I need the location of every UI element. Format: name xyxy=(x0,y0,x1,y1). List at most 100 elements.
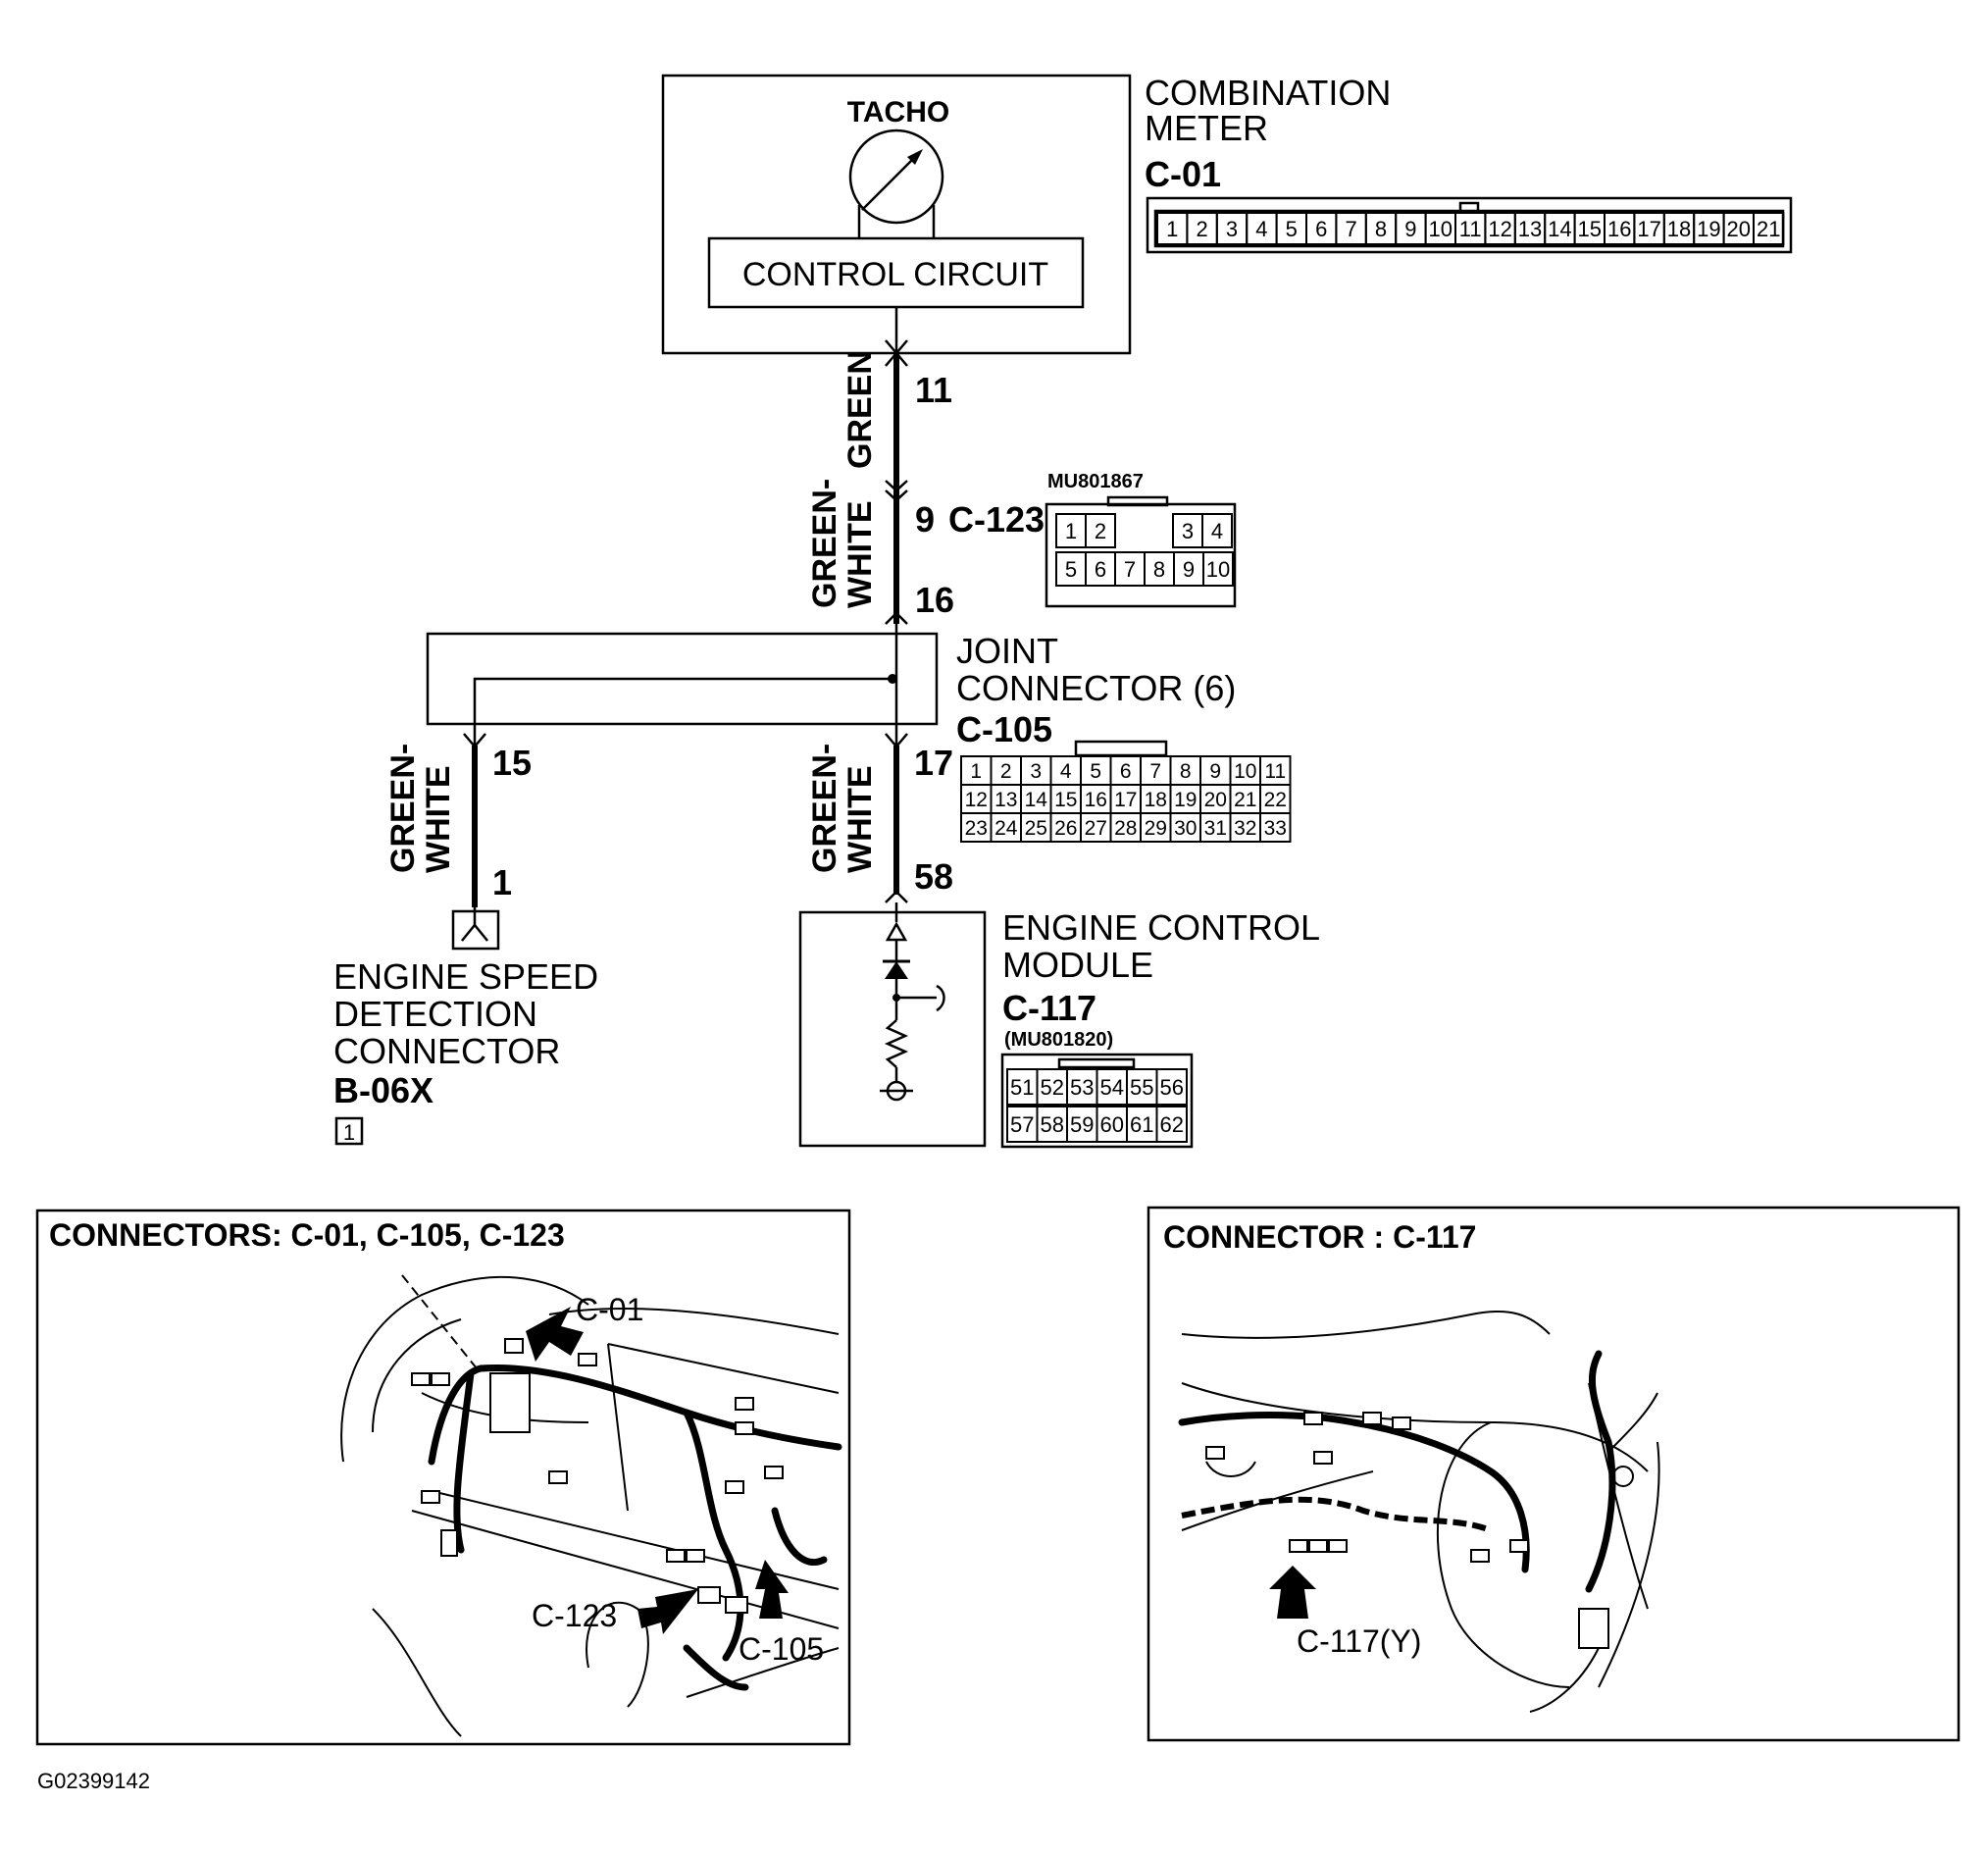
c01-pin: 10 xyxy=(1429,217,1453,241)
c105-pin: 16 xyxy=(1085,789,1107,811)
splice-arrow-icon xyxy=(885,480,908,492)
figure-id: G02399142 xyxy=(37,1769,150,1793)
c123-pin: 9 xyxy=(1183,557,1195,582)
c01-pin: 12 xyxy=(1488,217,1511,241)
engine-speed-detection-connector: ENGINE SPEED DETECTION CONNECTOR B-06X 1 xyxy=(333,907,598,1146)
c117-pin: 60 xyxy=(1100,1112,1124,1137)
steering-wheel-outline xyxy=(340,1275,589,1463)
c01-pin: 14 xyxy=(1548,217,1571,241)
c105-pin: 6 xyxy=(1120,760,1132,783)
dashboard-outline xyxy=(1181,1311,1551,1339)
esd-name-line2: DETECTION xyxy=(333,994,537,1034)
c01-pin: 8 xyxy=(1375,217,1387,241)
esd-badge: 1 xyxy=(343,1120,355,1145)
c123-pin: 10 xyxy=(1206,557,1230,582)
c105-pointer-arrow-icon xyxy=(755,1560,789,1619)
c01-pin-cell xyxy=(1753,212,1785,245)
wire-color-mid-line2: WHITE xyxy=(841,500,879,608)
c123-pin: 7 xyxy=(1124,557,1136,582)
c117-pin: 61 xyxy=(1130,1112,1153,1137)
c01-pin: 5 xyxy=(1286,217,1298,241)
c117-pin: 56 xyxy=(1160,1075,1184,1100)
wire-color-right-line1: GREEN- xyxy=(806,744,843,873)
pin-arrow-icon xyxy=(885,351,908,367)
panel-right-title: CONNECTOR : C-117 xyxy=(1163,1219,1476,1255)
c105-latch xyxy=(1074,740,1168,757)
pin-arrow-icon xyxy=(461,923,488,942)
c117-pin: 52 xyxy=(1041,1075,1064,1100)
c105-pin: 19 xyxy=(1174,789,1197,811)
c117-pin: 55 xyxy=(1130,1075,1153,1100)
c105-pin-cell xyxy=(1259,812,1292,843)
wire-pin-58: 58 xyxy=(914,856,953,897)
c105-pin: 12 xyxy=(965,789,988,811)
c117-pointer-arrow-icon xyxy=(1269,1566,1316,1619)
c01-pin: 6 xyxy=(1315,217,1327,241)
panel-right-frame xyxy=(1147,1206,1961,1742)
engine-control-module: ENGINE CONTROL MODULE C-117 (MU801820) 5… xyxy=(798,902,1320,1149)
diode-icon xyxy=(885,961,908,979)
c123-pin: 6 xyxy=(1095,557,1106,582)
c01-pin: 13 xyxy=(1518,217,1542,241)
callout-c105: C-105 xyxy=(739,1631,824,1667)
c123-pin-cell xyxy=(1085,513,1116,548)
gear-shift-outline xyxy=(586,1601,649,1708)
c105-pin: 22 xyxy=(1264,789,1287,811)
c117-pin: 59 xyxy=(1070,1112,1094,1137)
c01-pin: 7 xyxy=(1345,217,1356,241)
meter-name-line1: COMBINATION xyxy=(1145,73,1391,113)
location-panel-right: CONNECTOR : C-117 C-117(Y) xyxy=(1147,1206,1961,1742)
c117-plug xyxy=(1289,1539,1308,1553)
pin-arrow-icon xyxy=(885,733,908,748)
location-panel-left: CONNECTORS: C-01, C-105, C-123 xyxy=(35,1209,851,1746)
pin-triangle-icon xyxy=(885,921,908,942)
wire-harness xyxy=(1178,1412,1530,1573)
signal-output-icon xyxy=(936,984,945,1012)
c105-pin: 2 xyxy=(1000,760,1012,783)
meter-harness-block xyxy=(489,1372,531,1433)
c105-pin: 28 xyxy=(1114,817,1137,840)
wire-harness xyxy=(428,1364,842,1466)
wire-color-mid-line1: GREEN- xyxy=(806,479,843,608)
pin-arrow-icon xyxy=(885,890,908,903)
c105-plug xyxy=(725,1596,748,1614)
c01-plug xyxy=(504,1338,524,1354)
c01-pin: 9 xyxy=(1404,217,1416,241)
c105-pin: 7 xyxy=(1149,760,1161,783)
control-circuit-label: CONTROL CIRCUIT xyxy=(742,256,1048,293)
c123-pin: 4 xyxy=(1211,519,1223,543)
gauge-needle xyxy=(861,154,918,211)
c123-pin: 1 xyxy=(1065,519,1077,543)
wire-pin-11: 11 xyxy=(915,370,952,410)
wire-pin-17: 17 xyxy=(914,743,953,783)
ecm-part-number: (MU801820) xyxy=(1004,1029,1113,1051)
c01-pointer-arrow-icon xyxy=(526,1307,584,1362)
c01-pin: 21 xyxy=(1757,217,1780,241)
pin-arrow-icon xyxy=(885,611,908,625)
esd-badge-box xyxy=(334,1116,364,1146)
c117-pin-cell xyxy=(1155,1068,1188,1106)
c01-pin: 15 xyxy=(1578,217,1602,241)
c105-pin: 15 xyxy=(1054,789,1077,811)
wire-color-right-line2: WHITE xyxy=(841,765,879,873)
c105-pin: 10 xyxy=(1234,760,1256,783)
c123-pin: 5 xyxy=(1065,557,1077,582)
c105-pin: 32 xyxy=(1234,817,1256,840)
c123-plug xyxy=(697,1586,721,1604)
esd-name-line3: CONNECTOR xyxy=(333,1031,560,1071)
ecm-name-line1: ENGINE CONTROL xyxy=(1002,907,1320,948)
c117-pin-cell xyxy=(1155,1106,1188,1143)
c105-pin: 5 xyxy=(1090,760,1101,783)
c105-pin: 20 xyxy=(1204,789,1227,811)
c01-pin: 17 xyxy=(1637,217,1660,241)
c123-pin: 3 xyxy=(1182,519,1194,543)
c01-pin: 1 xyxy=(1166,217,1178,241)
c105-pin: 13 xyxy=(994,789,1017,811)
panel-left-title: CONNECTORS: C-01, C-105, C-123 xyxy=(49,1217,565,1253)
c117-pin: 53 xyxy=(1070,1075,1094,1100)
